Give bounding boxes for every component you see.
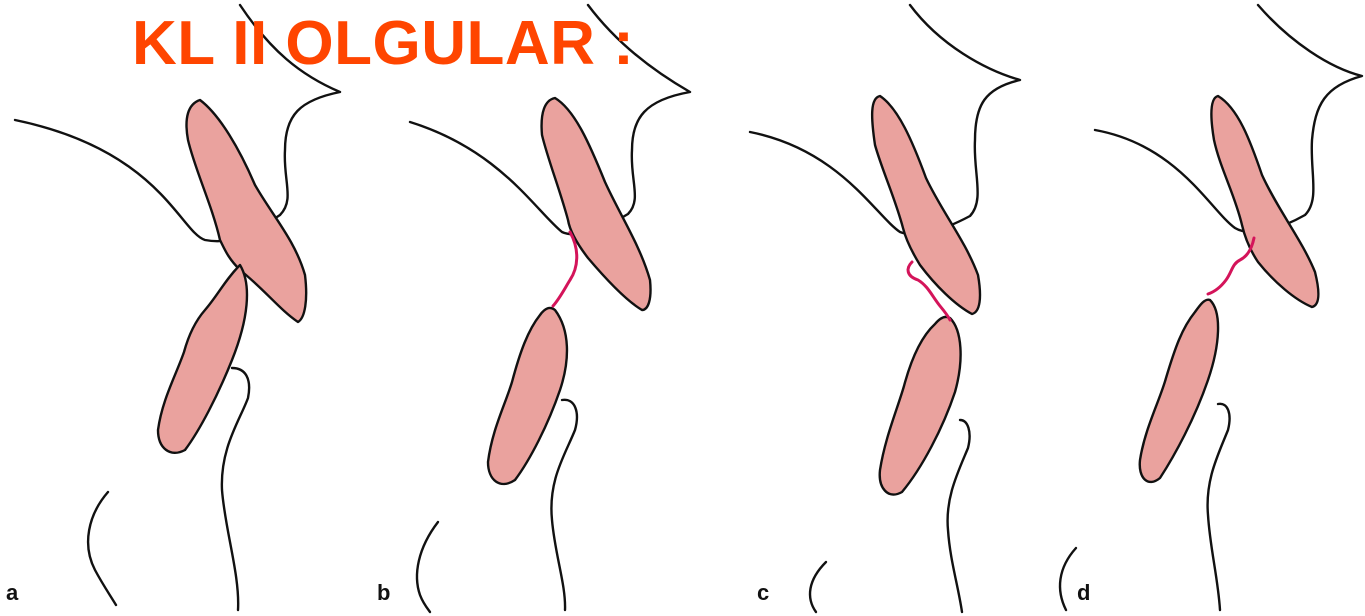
panel-b-profile xyxy=(410,5,690,612)
panel-label-d: d xyxy=(1077,580,1090,606)
panel-b-contact-line xyxy=(553,232,577,306)
panel-label-b: b xyxy=(377,580,390,606)
page-title: KL II OLGULAR : xyxy=(132,6,634,82)
panel-c-lower-lip xyxy=(948,420,970,612)
panel-b-lower-incisor xyxy=(488,308,567,484)
panel-a-lower-lip xyxy=(222,368,249,610)
panel-a-lower-incisor xyxy=(158,265,247,453)
panel-d-contact-line xyxy=(1208,238,1254,294)
panel-c-lower-incisor xyxy=(880,317,961,495)
panel-b-lower-lip xyxy=(551,400,577,610)
panel-c-chin xyxy=(810,562,826,612)
panel-d-profile xyxy=(1060,5,1362,610)
panel-d-lower-incisor xyxy=(1140,300,1218,482)
panel-a-profile xyxy=(15,5,340,610)
panel-a-chin xyxy=(88,492,116,605)
panel-c-upper-incisor xyxy=(872,96,980,314)
panel-d-chin xyxy=(1060,548,1076,610)
panel-d-lower-lip xyxy=(1208,404,1230,610)
panel-label-c: c xyxy=(757,580,769,606)
panel-c-profile xyxy=(750,5,1020,612)
panel-b-chin xyxy=(417,522,438,612)
panel-label-a: a xyxy=(6,580,18,606)
